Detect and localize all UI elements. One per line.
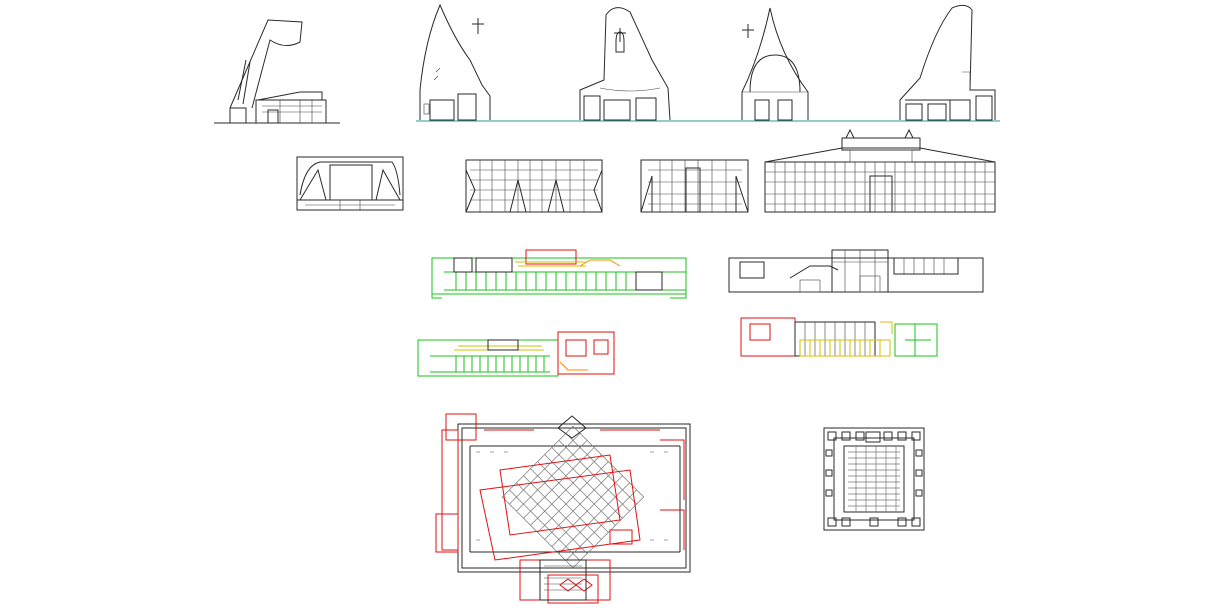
- stepped-elevation-2: [640, 159, 749, 213]
- church-section-drawing: [214, 19, 340, 124]
- colored-elevation-right-drawing: [740, 317, 938, 357]
- auditorium-section-drawing: [296, 156, 404, 211]
- colored-elevation-green-drawing: [431, 249, 687, 299]
- stepped-elevation-1: [465, 159, 603, 213]
- church-elevations-drawing: [416, 3, 1000, 122]
- church-elevation-4: [899, 4, 996, 121]
- black-elevation-drawing: [728, 249, 984, 293]
- church-elevation-3: [741, 7, 809, 121]
- main-floor-plan-drawing: [435, 413, 691, 604]
- square-plan-drawing: [823, 427, 925, 531]
- colored-elevation-left-drawing: [417, 331, 615, 377]
- church-elevation-1: [419, 3, 491, 121]
- palace-facade-drawing: [764, 128, 996, 213]
- church-elevation-2: [579, 7, 671, 121]
